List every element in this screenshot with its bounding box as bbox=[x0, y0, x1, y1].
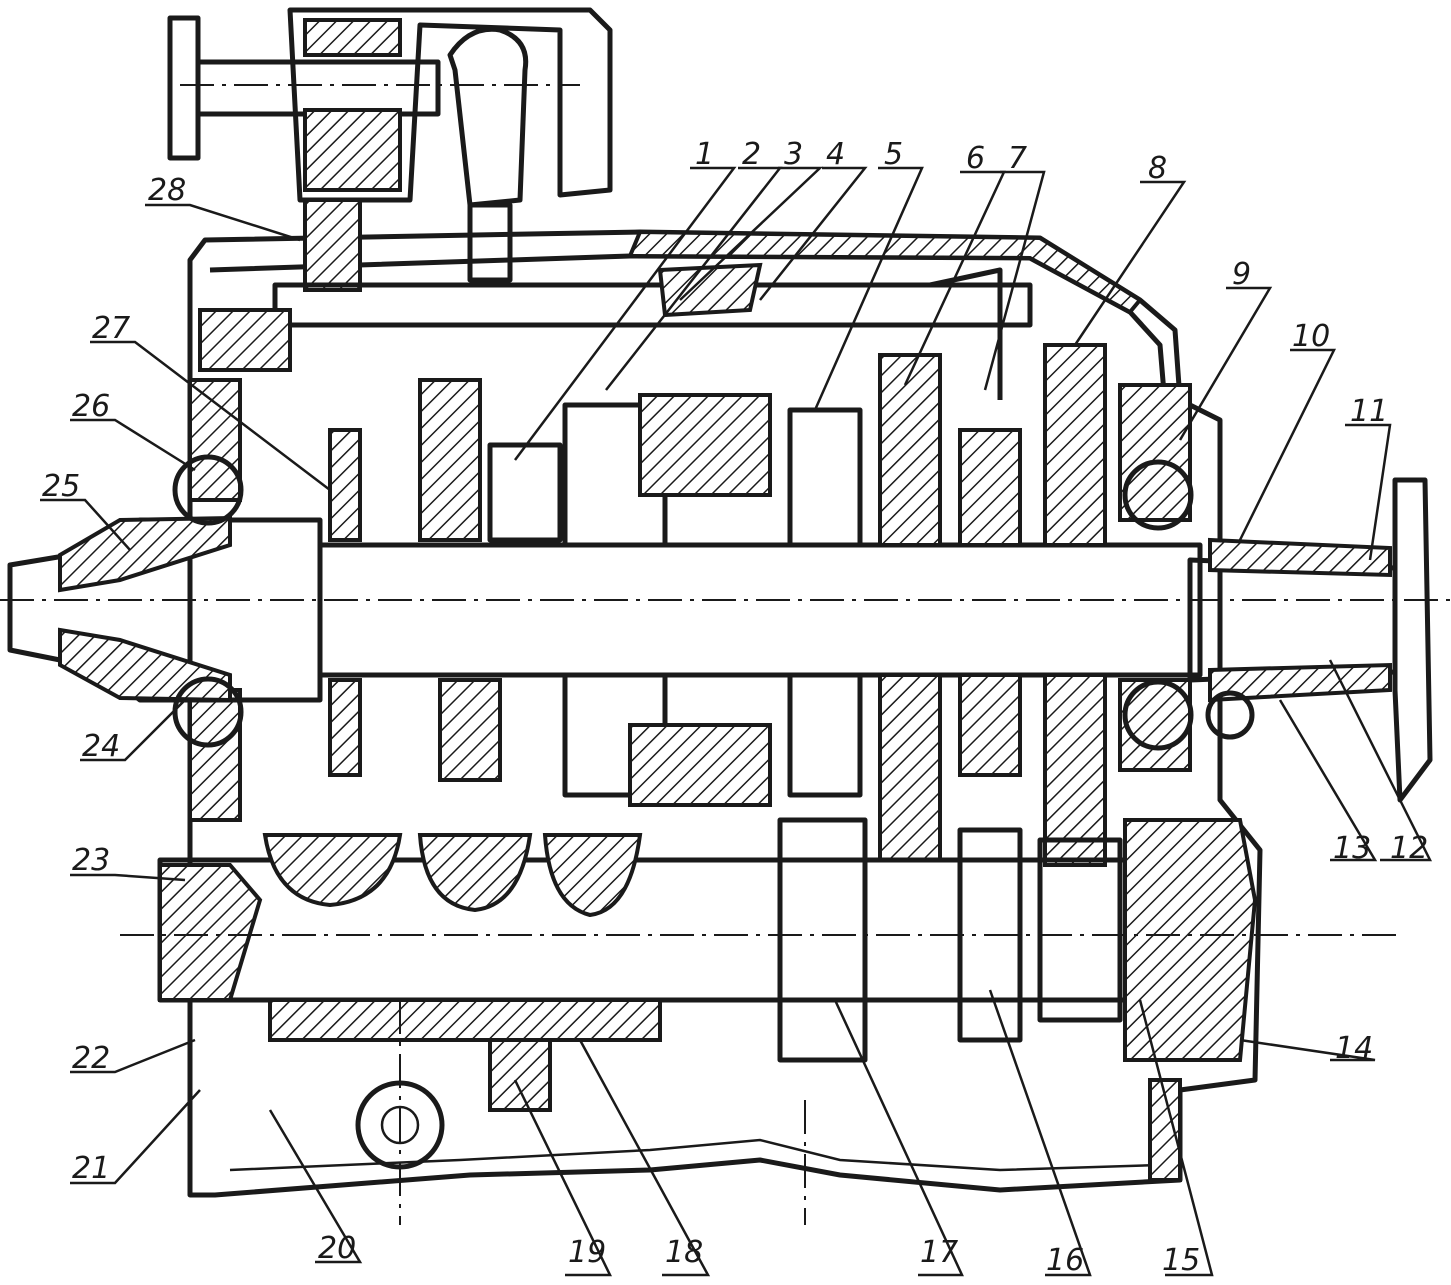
callout-23: 23 bbox=[72, 843, 110, 878]
callout-17: 17 bbox=[920, 1235, 958, 1270]
callout-7: 7 bbox=[1008, 141, 1027, 176]
callout-13: 13 bbox=[1333, 831, 1371, 866]
main-shaft-gears bbox=[328, 343, 1107, 867]
callout-20: 20 bbox=[318, 1231, 356, 1266]
callout-22: 22 bbox=[72, 1041, 110, 1076]
callout-3: 3 bbox=[784, 137, 803, 172]
callout-16: 16 bbox=[1046, 1243, 1084, 1278]
gearbox-housing bbox=[187, 229, 1263, 1198]
callout-11: 11 bbox=[1350, 394, 1388, 429]
callout-4: 4 bbox=[826, 137, 845, 172]
callout-26: 26 bbox=[72, 389, 110, 424]
leader-lines bbox=[40, 166, 1433, 1277]
callout-18: 18 bbox=[665, 1235, 703, 1270]
counter-shaft bbox=[157, 817, 1258, 1170]
callout-6: 6 bbox=[966, 141, 985, 176]
callout-2: 2 bbox=[742, 137, 761, 172]
callout-8: 8 bbox=[1148, 151, 1167, 186]
callout-12: 12 bbox=[1390, 831, 1428, 866]
callout-10: 10 bbox=[1292, 319, 1330, 354]
callout-9: 9 bbox=[1232, 257, 1251, 292]
callout-5: 5 bbox=[884, 137, 903, 172]
callout-27: 27 bbox=[92, 311, 130, 346]
callout-28: 28 bbox=[148, 173, 186, 208]
callout-19: 19 bbox=[568, 1235, 606, 1270]
callout-21: 21 bbox=[72, 1151, 110, 1186]
callout-24: 24 bbox=[82, 729, 120, 764]
callout-labels: 1 2 3 4 5 6 7 8 9 10 11 12 13 14 15 16 1… bbox=[42, 137, 1428, 1278]
callout-25: 25 bbox=[42, 469, 80, 504]
shift-mechanism bbox=[167, 7, 1033, 400]
centre-lines bbox=[0, 84, 1451, 1225]
callout-1: 1 bbox=[695, 137, 714, 172]
callout-14: 14 bbox=[1335, 1031, 1373, 1066]
callout-15: 15 bbox=[1162, 1243, 1200, 1278]
